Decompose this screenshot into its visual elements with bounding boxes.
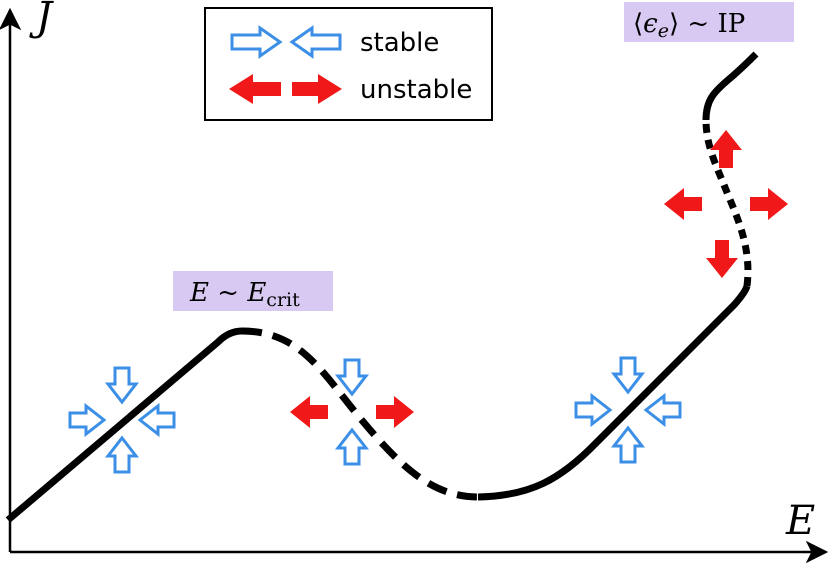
critical-field-annotation: E ~ Ecrit <box>173 271 333 311</box>
legend-stable-arrow-right <box>230 25 283 59</box>
legend-unstable-arrow-right <box>292 74 342 104</box>
marker-mixed-negative-slope-branch <box>290 358 414 466</box>
stability-markers <box>68 130 788 474</box>
x-axis-label: E <box>785 498 815 544</box>
marker-unstable-s-fold <box>664 130 788 278</box>
stable-arrow-inward-from-bottom <box>334 427 370 466</box>
legend-stable-arrows <box>230 25 342 59</box>
y-axis-label: J <box>29 0 54 40</box>
unstable-arrow-outward-up <box>710 130 742 168</box>
stable-arrow-inward-from-bottom <box>610 425 646 464</box>
stable-arrow-inward-from-top <box>610 356 646 395</box>
stable-arrow-inward-from-top <box>334 358 370 397</box>
ionization-label-background <box>624 2 794 42</box>
curve-unstable-middle <box>241 327 479 501</box>
critical-label-background <box>173 271 333 311</box>
unstable-arrow-outward-right <box>750 188 788 220</box>
curve-stable-upper <box>477 284 751 501</box>
curve-unstable-fold <box>702 119 752 287</box>
legend-unstable-arrow-left <box>229 74 281 104</box>
legend: stable unstable <box>204 7 493 121</box>
legend-unstable-arrows <box>229 74 342 104</box>
ionization-annotation: ⟨ϵe⟩ ~ IP <box>624 2 794 42</box>
stable-arrow-inward-from-bottom <box>104 435 140 474</box>
marker-stable-lower-branch <box>68 366 176 474</box>
stable-arrow-inward-from-right <box>643 392 682 428</box>
unstable-arrow-outward-left <box>290 396 328 428</box>
legend-stable-arrow-left <box>289 25 342 59</box>
ionization-label: ⟨ϵe⟩ ~ IP <box>633 9 745 42</box>
unstable-arrow-outward-right <box>376 396 414 428</box>
unstable-arrow-outward-down <box>706 240 738 278</box>
curve-stable-lower <box>5 327 243 523</box>
legend-unstable-label: unstable <box>360 75 472 105</box>
response-curve <box>5 51 759 523</box>
stable-arrow-inward-from-right <box>137 402 176 438</box>
stable-arrow-inward-from-top <box>104 366 140 405</box>
marker-stable-upper-branch <box>574 356 682 464</box>
curve-stable-top <box>702 51 759 121</box>
critical-label: E ~ Ecrit <box>189 278 300 311</box>
legend-stable-label: stable <box>360 28 439 58</box>
stable-arrow-inward-from-left <box>574 392 613 428</box>
unstable-arrow-outward-left <box>664 188 702 220</box>
stable-arrow-inward-from-left <box>68 402 107 438</box>
